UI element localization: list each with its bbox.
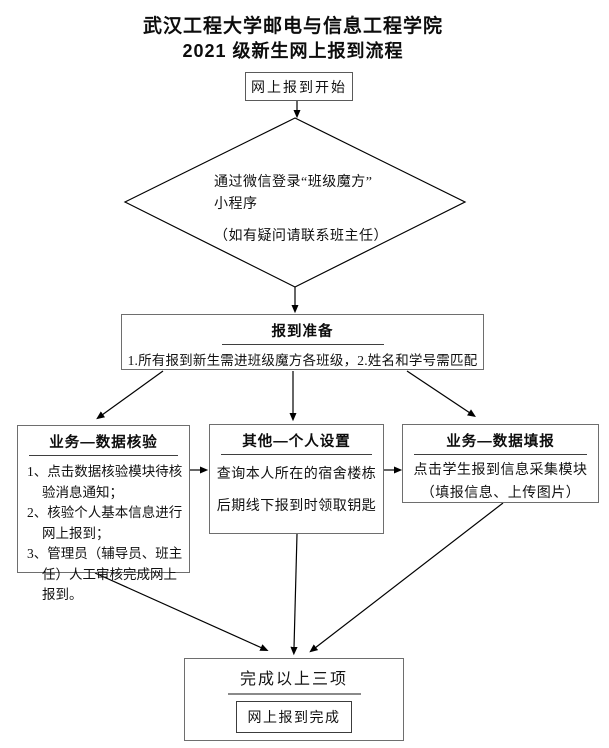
start-node-label: 网上报到开始 [251,80,347,96]
finish-inner-node: 网上报到完成 [236,701,352,733]
verify-title-rule [29,455,178,456]
decision-node-text: 通过微信登录“班级魔方” 小程序 （如有疑问请联系班主任） [214,172,404,248]
verify-node-title: 业务—数据核验 [49,435,158,451]
personal-line2: 后期线下报到时领取钥匙 [216,499,377,514]
personal-title-rule [221,454,372,455]
finish-title-rule [227,693,361,695]
arrow-fill-to-finish [309,502,504,653]
document-title-line1: 武汉工程大学邮电与信息工程学院 [142,16,443,37]
arrow-personal-to-finish [290,533,298,656]
finish-node: 完成以上三项 网上报到完成 [184,658,404,741]
decision-line2: 小程序 [214,197,258,212]
verify-node-list: 1、点击数据核验模块待核验消息通知； 2、核验个人基本信息进行网上报到； 3、管… [18,460,189,606]
prepare-node-body: 1.所有报到新生需进班级魔方各班级，2.姓名和学号需匹配 [127,353,478,368]
fill-node: 业务—数据填报 点击学生报到信息采集模块 （填报信息、上传图片） [402,424,599,503]
verify-item-1: 1、点击数据核验模块待核验消息通知； [27,464,183,500]
personal-node-title: 其他—个人设置 [242,434,351,450]
fill-title-rule [414,454,587,455]
personal-node: 其他—个人设置 查询本人所在的宿舍楼栋 后期线下报到时领取钥匙 [209,424,384,534]
prepare-node-title: 报到准备 [271,324,334,340]
fill-line2: （填报信息、上传图片） [420,486,581,501]
finish-inner-label: 网上报到完成 [247,711,341,726]
arrow-prepare-to-fill [406,370,476,417]
verify-item-2: 2、核验个人基本信息进行网上报到； [27,505,183,541]
fill-node-body: 点击学生报到信息采集模块 （填报信息、上传图片） [403,459,598,505]
finish-node-title: 完成以上三项 [239,671,348,688]
verify-node: 业务—数据核验 1、点击数据核验模块待核验消息通知； 2、核验个人基本信息进行网… [17,425,190,602]
decision-note: （如有疑问请联系班主任） [214,229,388,244]
arrow-verify-to-finish [94,572,269,651]
document-title-line2: 2021 级新生网上报到流程 [182,41,404,61]
start-node: 网上报到开始 [245,72,353,101]
personal-line1: 查询本人所在的宿舍楼栋 [216,467,377,482]
decision-line1: 通过微信登录“班级魔方” [214,175,373,190]
verify-item-3: 3、管理员（辅导员、班主任）人工审核完成网上报到。 [27,546,183,602]
arrow-prepare-to-verify [96,370,164,420]
fill-node-title: 业务—数据填报 [446,434,555,450]
prepare-node: 报到准备 1.所有报到新生需进班级魔方各班级，2.姓名和学号需匹配 [121,314,484,370]
document-title: 武汉工程大学邮电与信息工程学院 2021 级新生网上报到流程 [0,14,586,63]
prepare-title-rule [221,344,384,345]
fill-line1: 点击学生报到信息采集模块 [413,463,588,478]
personal-node-body: 查询本人所在的宿舍楼栋 后期线下报到时领取钥匙 [210,459,383,523]
